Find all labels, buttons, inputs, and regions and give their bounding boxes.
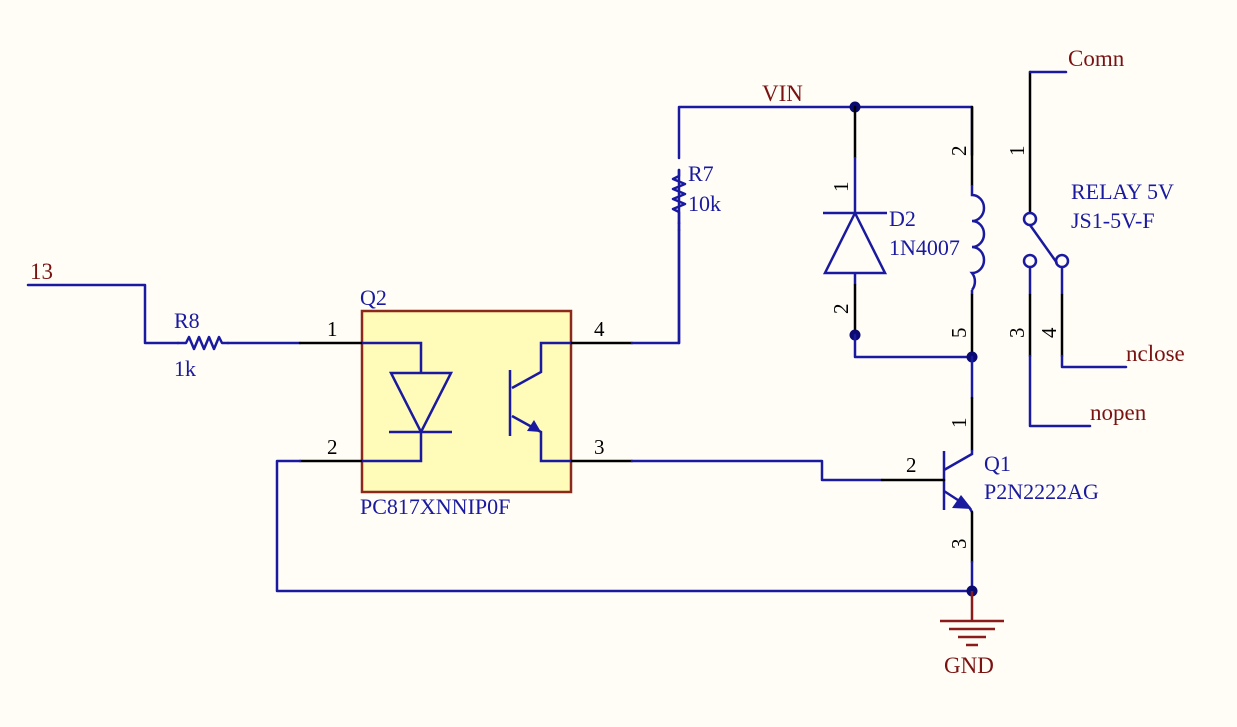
q2-pin3: 3	[594, 435, 605, 459]
q2-pin1: 1	[327, 317, 338, 341]
d2-ref: D2	[889, 206, 916, 231]
r8-ref: R8	[174, 308, 200, 333]
d2-pin2: 2	[829, 304, 853, 315]
net-label-nclose: nclose	[1126, 341, 1185, 366]
resistor-r7: R7 10k	[671, 161, 721, 232]
q2-ref: Q2	[360, 285, 387, 310]
net-label-nopen: nopen	[1090, 400, 1147, 425]
optocoupler-q2: Q2 PC817XNNIP0F 1 2 3 4	[298, 285, 634, 519]
transistor-q1: Q1 P2N2222AG 1 2 3	[630, 355, 1099, 593]
relay-pin1: 1	[1005, 146, 1029, 157]
net-label-13: 13	[30, 259, 53, 284]
diode-d2: D2 1N4007 1 2	[822, 105, 974, 359]
q1-pin1: 1	[947, 418, 971, 429]
d2-pin1: 1	[829, 182, 853, 193]
relay-k1: RELAY 5V JS1-5V-F 1 2 3 4 5	[947, 70, 1174, 428]
q1-pin2: 2	[906, 453, 917, 477]
relay-pin4: 4	[1037, 327, 1061, 338]
q2-pin2: 2	[327, 435, 338, 459]
optocoupler-body	[360, 309, 573, 494]
d2-part: 1N4007	[889, 235, 960, 260]
input-wire	[26, 283, 302, 345]
q2-part: PC817XNNIP0F	[360, 494, 510, 519]
r7-ref: R7	[688, 161, 714, 186]
relay-pin3: 3	[1005, 328, 1029, 339]
q1-pin3: 3	[947, 539, 971, 550]
net-label-vin: VIN	[762, 81, 803, 106]
relay-ref: RELAY 5V	[1071, 179, 1174, 204]
vin-rail	[630, 101, 974, 345]
q2-pin4: 4	[594, 317, 605, 341]
net-label-gnd: GND	[944, 653, 994, 678]
relay-part: JS1-5V-F	[1071, 208, 1155, 233]
r7-value: 10k	[688, 191, 721, 216]
resistor-r8: R8 1k	[174, 308, 230, 381]
net-label-comn: Comn	[1068, 46, 1125, 71]
q1-part: P2N2222AG	[984, 479, 1099, 504]
r8-value: 1k	[174, 356, 196, 381]
q1-ref: Q1	[984, 451, 1011, 476]
ground-symbol	[940, 591, 1004, 647]
relay-pin5: 5	[947, 328, 971, 339]
relay-pin2: 2	[947, 146, 971, 157]
